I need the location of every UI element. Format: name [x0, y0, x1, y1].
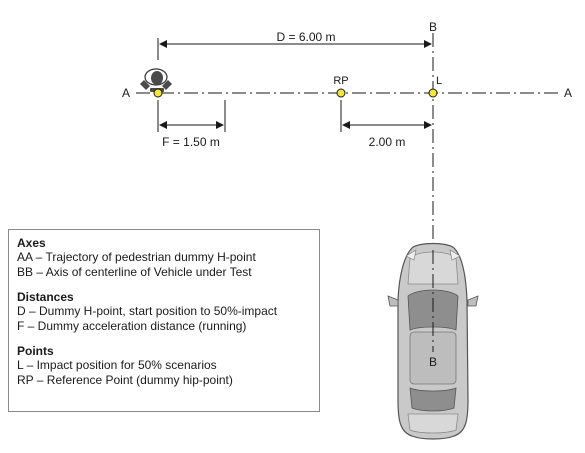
legend-axes-item-bb: BB – Axis of centerline of Vehicle under… — [17, 265, 252, 279]
legend-axes-item-aa: AA – Trajectory of pedestrian dummy H-po… — [17, 250, 256, 264]
axis-a-right-label: A — [564, 86, 572, 100]
dimension-rp-l-label: 2.00 m — [369, 135, 406, 149]
legend-points-heading: Points — [17, 344, 54, 358]
point-l — [428, 88, 438, 98]
legend-axes-section: Axes AA – Trajectory of pedestrian dummy… — [17, 236, 311, 280]
axis-a-left-label: A — [122, 86, 130, 100]
legend-distances-item-d: D – Dummy H-point, start position to 50%… — [17, 304, 278, 318]
legend-distances-section: Distances D – Dummy H-point, start posit… — [17, 290, 311, 334]
dimension-f-label: F = 1.50 m — [162, 135, 220, 149]
point-h-point — [153, 88, 163, 98]
point-rp — [336, 88, 346, 98]
legend-points-section: Points L – Impact position for 50% scena… — [17, 344, 311, 388]
pedestrian-dummy-icon — [140, 68, 172, 92]
legend-box: Axes AA – Trajectory of pedestrian dummy… — [8, 229, 320, 412]
point-l-label: L — [436, 75, 442, 87]
legend-points-item-rp: RP – Reference Point (dummy hip-point) — [17, 373, 233, 387]
dimension-d-label: D = 6.00 m — [276, 30, 335, 44]
axis-b-bottom-label: B — [429, 355, 437, 369]
axis-b-top-label: B — [429, 20, 437, 34]
legend-distances-item-f: F – Dummy acceleration distance (running… — [17, 319, 247, 333]
legend-axes-heading: Axes — [17, 236, 46, 250]
legend-points-item-l: L – Impact position for 50% scenarios — [17, 358, 217, 372]
legend-distances-heading: Distances — [17, 290, 74, 304]
point-rp-label: RP — [333, 75, 348, 87]
